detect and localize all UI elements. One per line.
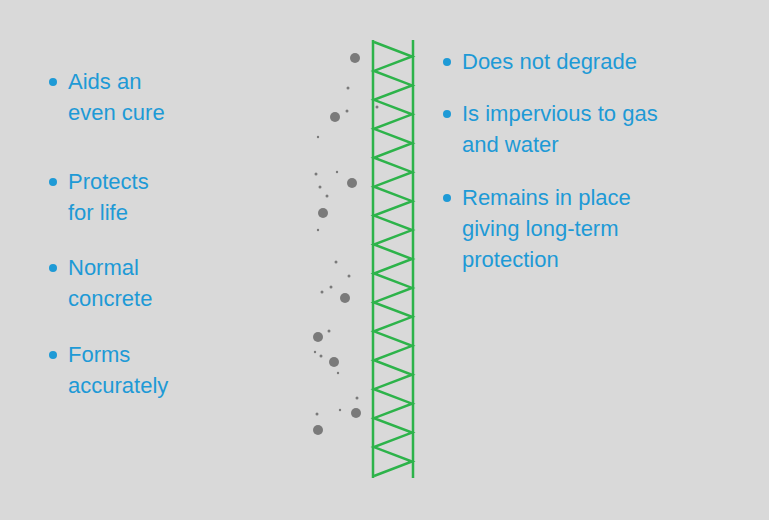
bullet-label: Aids an even cure [68,66,180,128]
bullet-label: Normal concrete [68,252,180,314]
membrane [373,40,413,478]
bullet-label: Does not degrade [462,46,667,77]
bullet-label: Protects for life [68,166,180,228]
bullet-label: Is impervious to gas and water [462,98,667,160]
bullet-label: Remains in place giving long-term protec… [462,182,667,275]
bullet-label: Forms accurately [68,339,180,401]
aggregate-dots [313,53,379,435]
